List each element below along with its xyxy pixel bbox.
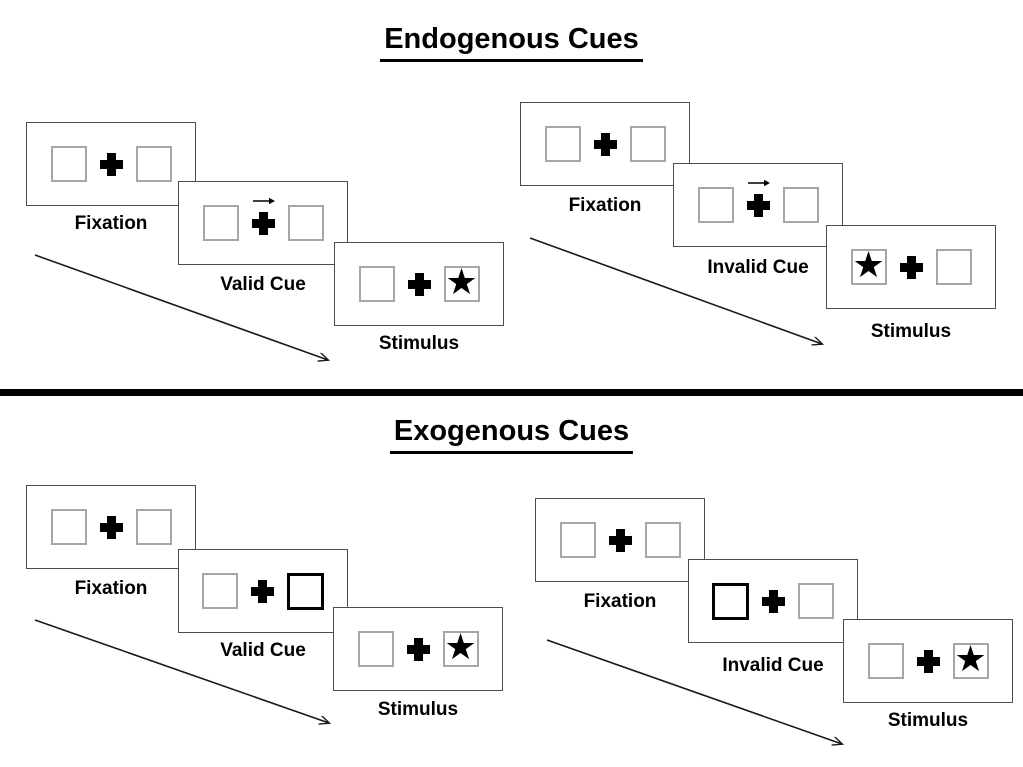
- right-placeholder-box: [287, 205, 324, 241]
- fixation-label: Fixation: [74, 213, 148, 234]
- fixation-cross-icon: [406, 637, 430, 661]
- fixation-cross-icon: [746, 179, 770, 217]
- star-stimulus-icon: ★: [852, 244, 885, 286]
- endogenous-invalid-cue-panel: [673, 163, 843, 247]
- fixation-cross-icon: [608, 528, 632, 552]
- fixation-cross-icon: [99, 152, 123, 176]
- left-highlight-cue-box: [712, 582, 749, 620]
- right-target-box: ★: [952, 638, 989, 680]
- stimulus-label: Stimulus: [870, 321, 952, 342]
- exogenous-invalid-stimulus-panel: ★: [843, 619, 1013, 703]
- left-placeholder-box: [544, 126, 581, 162]
- fixation-cross-icon: [916, 649, 940, 673]
- right-placeholder-box: [644, 522, 681, 558]
- right-target-box: ★: [442, 626, 479, 668]
- fixation-cross-icon: [593, 132, 617, 156]
- endogenous-valid-stimulus-panel: ★: [334, 242, 504, 326]
- endogenous-invalid-fixation-panel: [520, 102, 690, 186]
- cue-label: Valid Cue: [220, 640, 306, 661]
- left-placeholder-box: [50, 146, 87, 182]
- fixation-cross-icon: [251, 579, 274, 603]
- endogenous-valid-cue-panel: [178, 181, 348, 265]
- left-placeholder-box: [867, 643, 904, 679]
- endogenous-invalid-stimulus-panel: ★: [826, 225, 996, 309]
- right-target-box: ★: [443, 261, 480, 303]
- exogenous-title-text: Exogenous Cues: [389, 415, 634, 454]
- right-placeholder-box: [782, 187, 819, 223]
- section-divider: [0, 389, 1023, 396]
- fixation-cross-icon: [407, 272, 431, 296]
- stimulus-label: Stimulus: [887, 710, 969, 731]
- right-placeholder-box: [135, 146, 172, 182]
- right-placeholder-box: [798, 583, 834, 619]
- endogenous-title-text: Endogenous Cues: [380, 23, 643, 62]
- endogenous-invalid-time-arrow: [529, 237, 822, 344]
- endogenous-section-title: Endogenous Cues: [0, 23, 1023, 62]
- exogenous-invalid-cue-panel: [688, 559, 858, 643]
- fixation-cross-icon: [99, 515, 123, 539]
- star-stimulus-icon: ★: [444, 626, 477, 668]
- right-arrow-icon: [252, 197, 275, 204]
- fixation-label: Fixation: [568, 195, 642, 216]
- left-placeholder-box: [202, 573, 238, 609]
- star-stimulus-icon: ★: [954, 638, 987, 680]
- fixation-label: Fixation: [74, 578, 148, 599]
- fixation-cross-icon: [899, 255, 923, 279]
- exogenous-valid-fixation-panel: [26, 485, 196, 569]
- fixation-cross-icon: [762, 589, 785, 613]
- cue-label: Valid Cue: [220, 274, 306, 295]
- stimulus-label: Stimulus: [378, 333, 460, 354]
- exogenous-section-title: Exogenous Cues: [0, 415, 1023, 454]
- cue-label: Invalid Cue: [722, 655, 824, 676]
- right-placeholder-box: [135, 509, 172, 545]
- star-stimulus-icon: ★: [445, 261, 478, 303]
- left-placeholder-box: [358, 266, 395, 302]
- endogenous-valid-time-arrow: [34, 254, 328, 360]
- left-placeholder-box: [697, 187, 734, 223]
- right-placeholder-box: [629, 126, 666, 162]
- endogenous-valid-fixation-panel: [26, 122, 196, 206]
- right-arrow-icon: [747, 179, 770, 186]
- fixation-cross-icon: [251, 197, 275, 235]
- right-placeholder-box: [935, 249, 972, 285]
- exogenous-valid-cue-panel: [178, 549, 348, 633]
- exogenous-invalid-fixation-panel: [535, 498, 705, 582]
- left-target-box: ★: [850, 244, 887, 286]
- left-placeholder-box: [357, 631, 394, 667]
- right-highlight-cue-box: [287, 572, 324, 610]
- stimulus-label: Stimulus: [377, 699, 459, 720]
- fixation-label: Fixation: [583, 591, 657, 612]
- left-placeholder-box: [559, 522, 596, 558]
- exogenous-valid-stimulus-panel: ★: [333, 607, 503, 691]
- exogenous-valid-time-arrow: [34, 619, 329, 723]
- cue-label: Invalid Cue: [707, 257, 809, 278]
- left-placeholder-box: [202, 205, 239, 241]
- left-placeholder-box: [50, 509, 87, 545]
